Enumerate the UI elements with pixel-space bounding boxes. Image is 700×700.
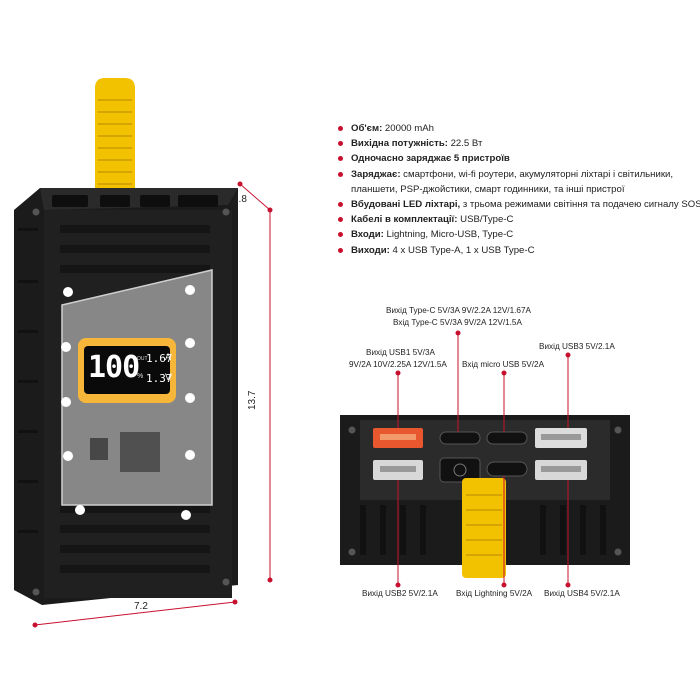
spec-item: Виходи: 4 x USB Type-A, 1 x USB Type-C (335, 243, 697, 258)
label-lightning: Вхід Lightning 5V/2A (456, 589, 533, 598)
display-bottom-value: 1.37 (146, 372, 173, 385)
spec-item: Входи: Lightning, Micro-USB, Type-C (335, 227, 697, 242)
bullet-icon (338, 202, 343, 208)
bullet-icon (338, 171, 343, 177)
label-usb1-line1: Вихід USB1 5V/3A (366, 348, 435, 357)
spec-list: Об'єм: 20000 mAh Вихідна потужність: 22.… (335, 121, 700, 258)
label-usb1-line2: 9V/2A 10V/2.25A 12V/1.5A (349, 360, 447, 369)
spec-item: Об'єм: 20000 mAh (335, 121, 697, 136)
bullet-icon (338, 156, 343, 162)
display-main-value: 100 (88, 350, 140, 385)
dimension-depth: 3.8 (233, 194, 247, 205)
display-out-label: OUT (137, 356, 148, 362)
dimension-height: 13.7 (247, 390, 258, 410)
spec-item: Вихідна потужність: 22.5 Вт (335, 136, 697, 151)
bullet-icon (338, 247, 343, 253)
spec-item: Заряджає: смартфони, wi-fi роутери, акум… (335, 167, 697, 197)
spec-item: Одночасно заряджає 5 пристроїв (335, 151, 697, 166)
lcd-display (78, 338, 176, 403)
display-top-unit: A (165, 352, 172, 362)
label-usb3: Вихід USB3 5V/2.1A (539, 342, 615, 351)
dimension-lines (32, 181, 273, 628)
bullet-icon (338, 217, 343, 223)
port-pointer-lines (395, 330, 571, 588)
display-bottom-unit: V (165, 372, 172, 382)
led-lights (61, 285, 195, 520)
label-typec-out: Вихід Type-C 5V/3A 9V/2.2A 12V/1.67A (386, 306, 531, 315)
yellow-strap-front (462, 478, 506, 578)
spec-item: Кабелі в комплектації: USB/Type-C (335, 212, 697, 227)
spec-item: Вбудовані LED ліхтарі, з трьома режимами… (335, 197, 700, 212)
yellow-strap (95, 78, 135, 200)
label-micro-in: Вхід micro USB 5V/2A (462, 360, 545, 369)
bullet-icon (338, 141, 343, 147)
display-percent: % (137, 373, 144, 380)
label-usb2: Вихід USB2 5V/2.1A (362, 589, 438, 598)
dimension-width: 7.2 (134, 601, 148, 612)
display-top-value: 1.67 (146, 352, 173, 365)
bullet-icon (338, 126, 343, 131)
label-typec-in: Вхід Type-C 5V/3A 9V/2A 12V/1.5A (393, 318, 522, 327)
label-usb4: Вихід USB4 5V/2.1A (544, 589, 620, 598)
bullet-icon (338, 232, 343, 238)
